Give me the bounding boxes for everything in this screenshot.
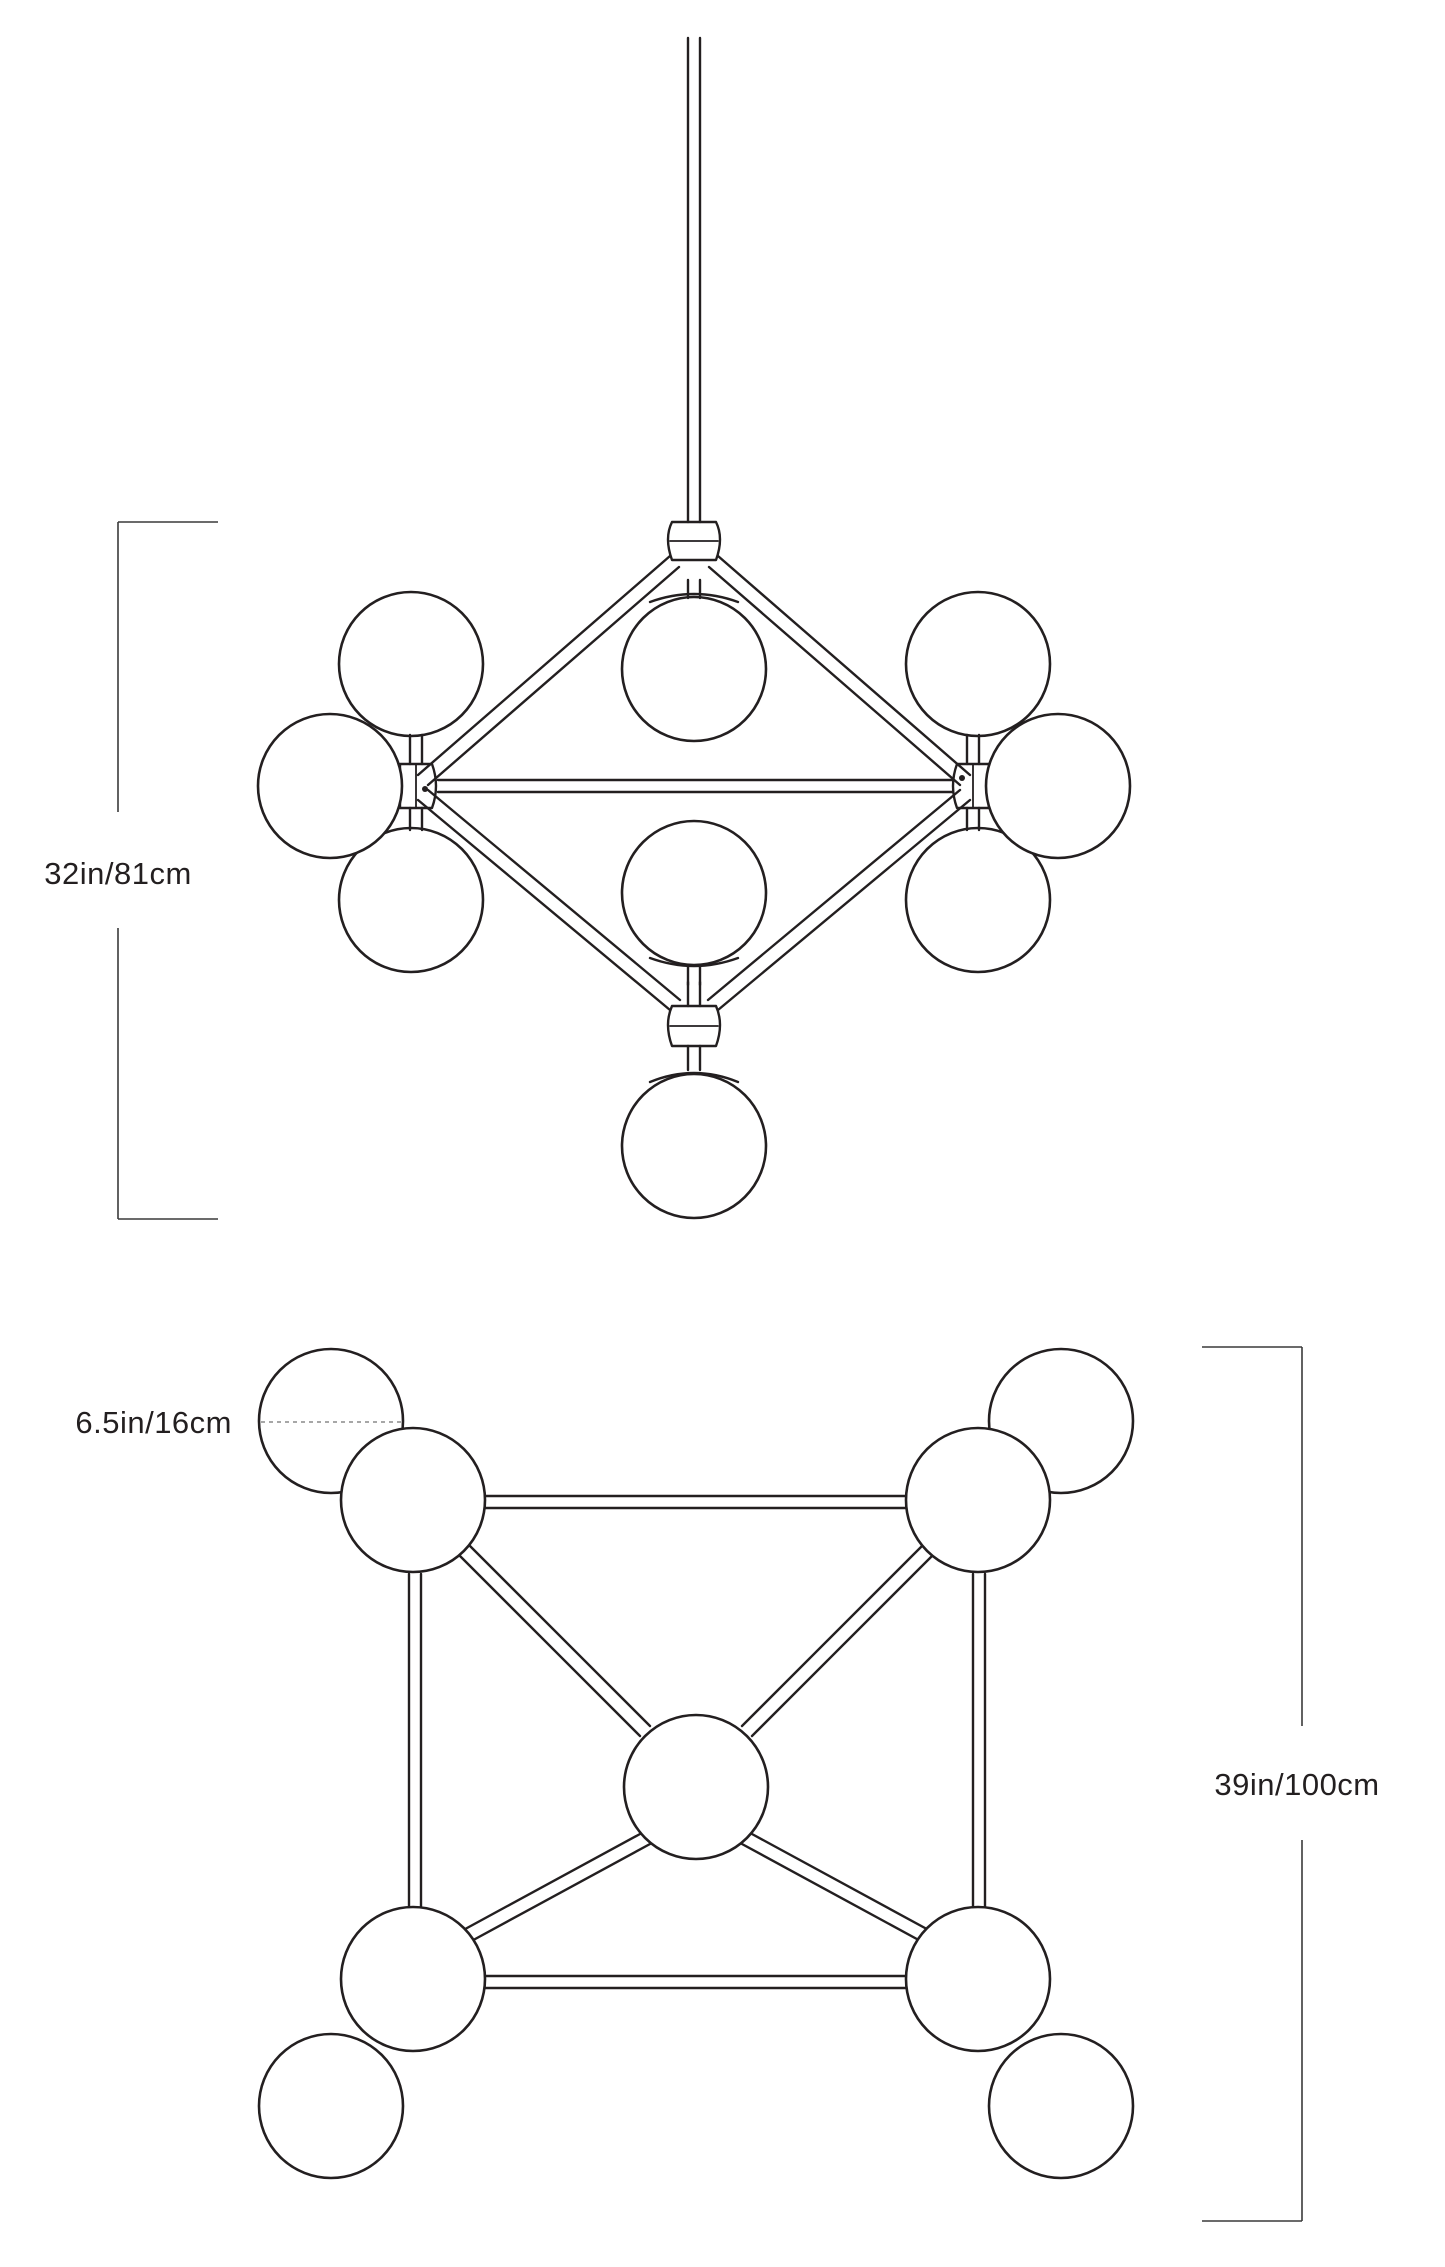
hub-bottom [666,980,722,1048]
globe-bottom-right [904,1905,1052,2053]
globe-right [984,712,1132,860]
height-dimension: 32in/81cm [44,521,218,1220]
elevation-view: 32in/81cm [44,36,1132,1220]
inner-globes [620,578,768,987]
hub-left [398,733,438,832]
globe-back-upper-right [904,590,1052,738]
hub-top [666,520,722,562]
globe-bottom-left [339,1905,487,2053]
height-label: 32in/81cm [44,856,192,891]
hubs [398,520,991,1048]
globe-top-right [904,1426,1052,1574]
globe-left [256,712,404,860]
frame-rods [416,554,972,1012]
front-globes [256,712,1132,1220]
front-corner-globes [339,1426,1052,2053]
rear-corner-globes [257,1347,1135,2180]
globe-center [622,1713,770,1861]
plan-view: 6.5in/16cm 39in/100cm [75,1346,1379,2222]
back-globes [337,590,1052,974]
globe-diameter-label: 6.5in/16cm [75,1405,232,1440]
hub-right [951,733,991,832]
plan-frame [407,1494,987,1990]
globe-back-upper-left [337,590,485,738]
globe-rear-bottom-left [257,2032,405,2180]
globe-top-left [339,1426,487,1574]
downrod [686,36,702,524]
globe-bottom [620,1072,768,1220]
globe-inner-top [620,595,768,743]
width-dimension: 39in/100cm [1202,1346,1379,2222]
width-label: 39in/100cm [1214,1767,1379,1802]
globe-rear-bottom-right [987,2032,1135,2180]
globe-inner-bottom [620,819,768,967]
